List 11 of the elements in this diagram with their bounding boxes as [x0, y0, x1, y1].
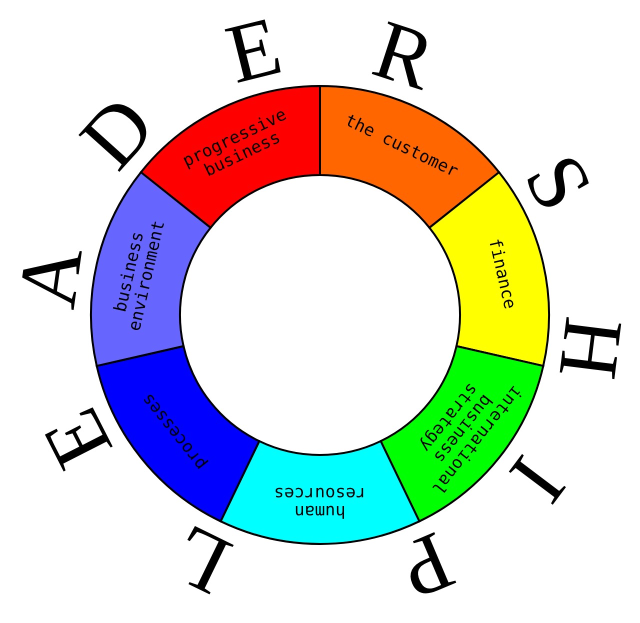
segment-label: human resources	[272, 483, 368, 519]
ring-letter: S	[510, 142, 606, 224]
ring-letter: L	[159, 510, 242, 608]
ring-letter: P	[388, 518, 464, 614]
ring-letter: R	[364, 8, 444, 105]
ring-letter: E	[28, 396, 127, 480]
segment-label: finance	[484, 235, 520, 313]
ring-letter: H	[544, 312, 636, 384]
ring-letter: E	[219, 4, 290, 98]
ring-letter: A	[4, 241, 96, 314]
ring-letter: D	[66, 82, 170, 184]
